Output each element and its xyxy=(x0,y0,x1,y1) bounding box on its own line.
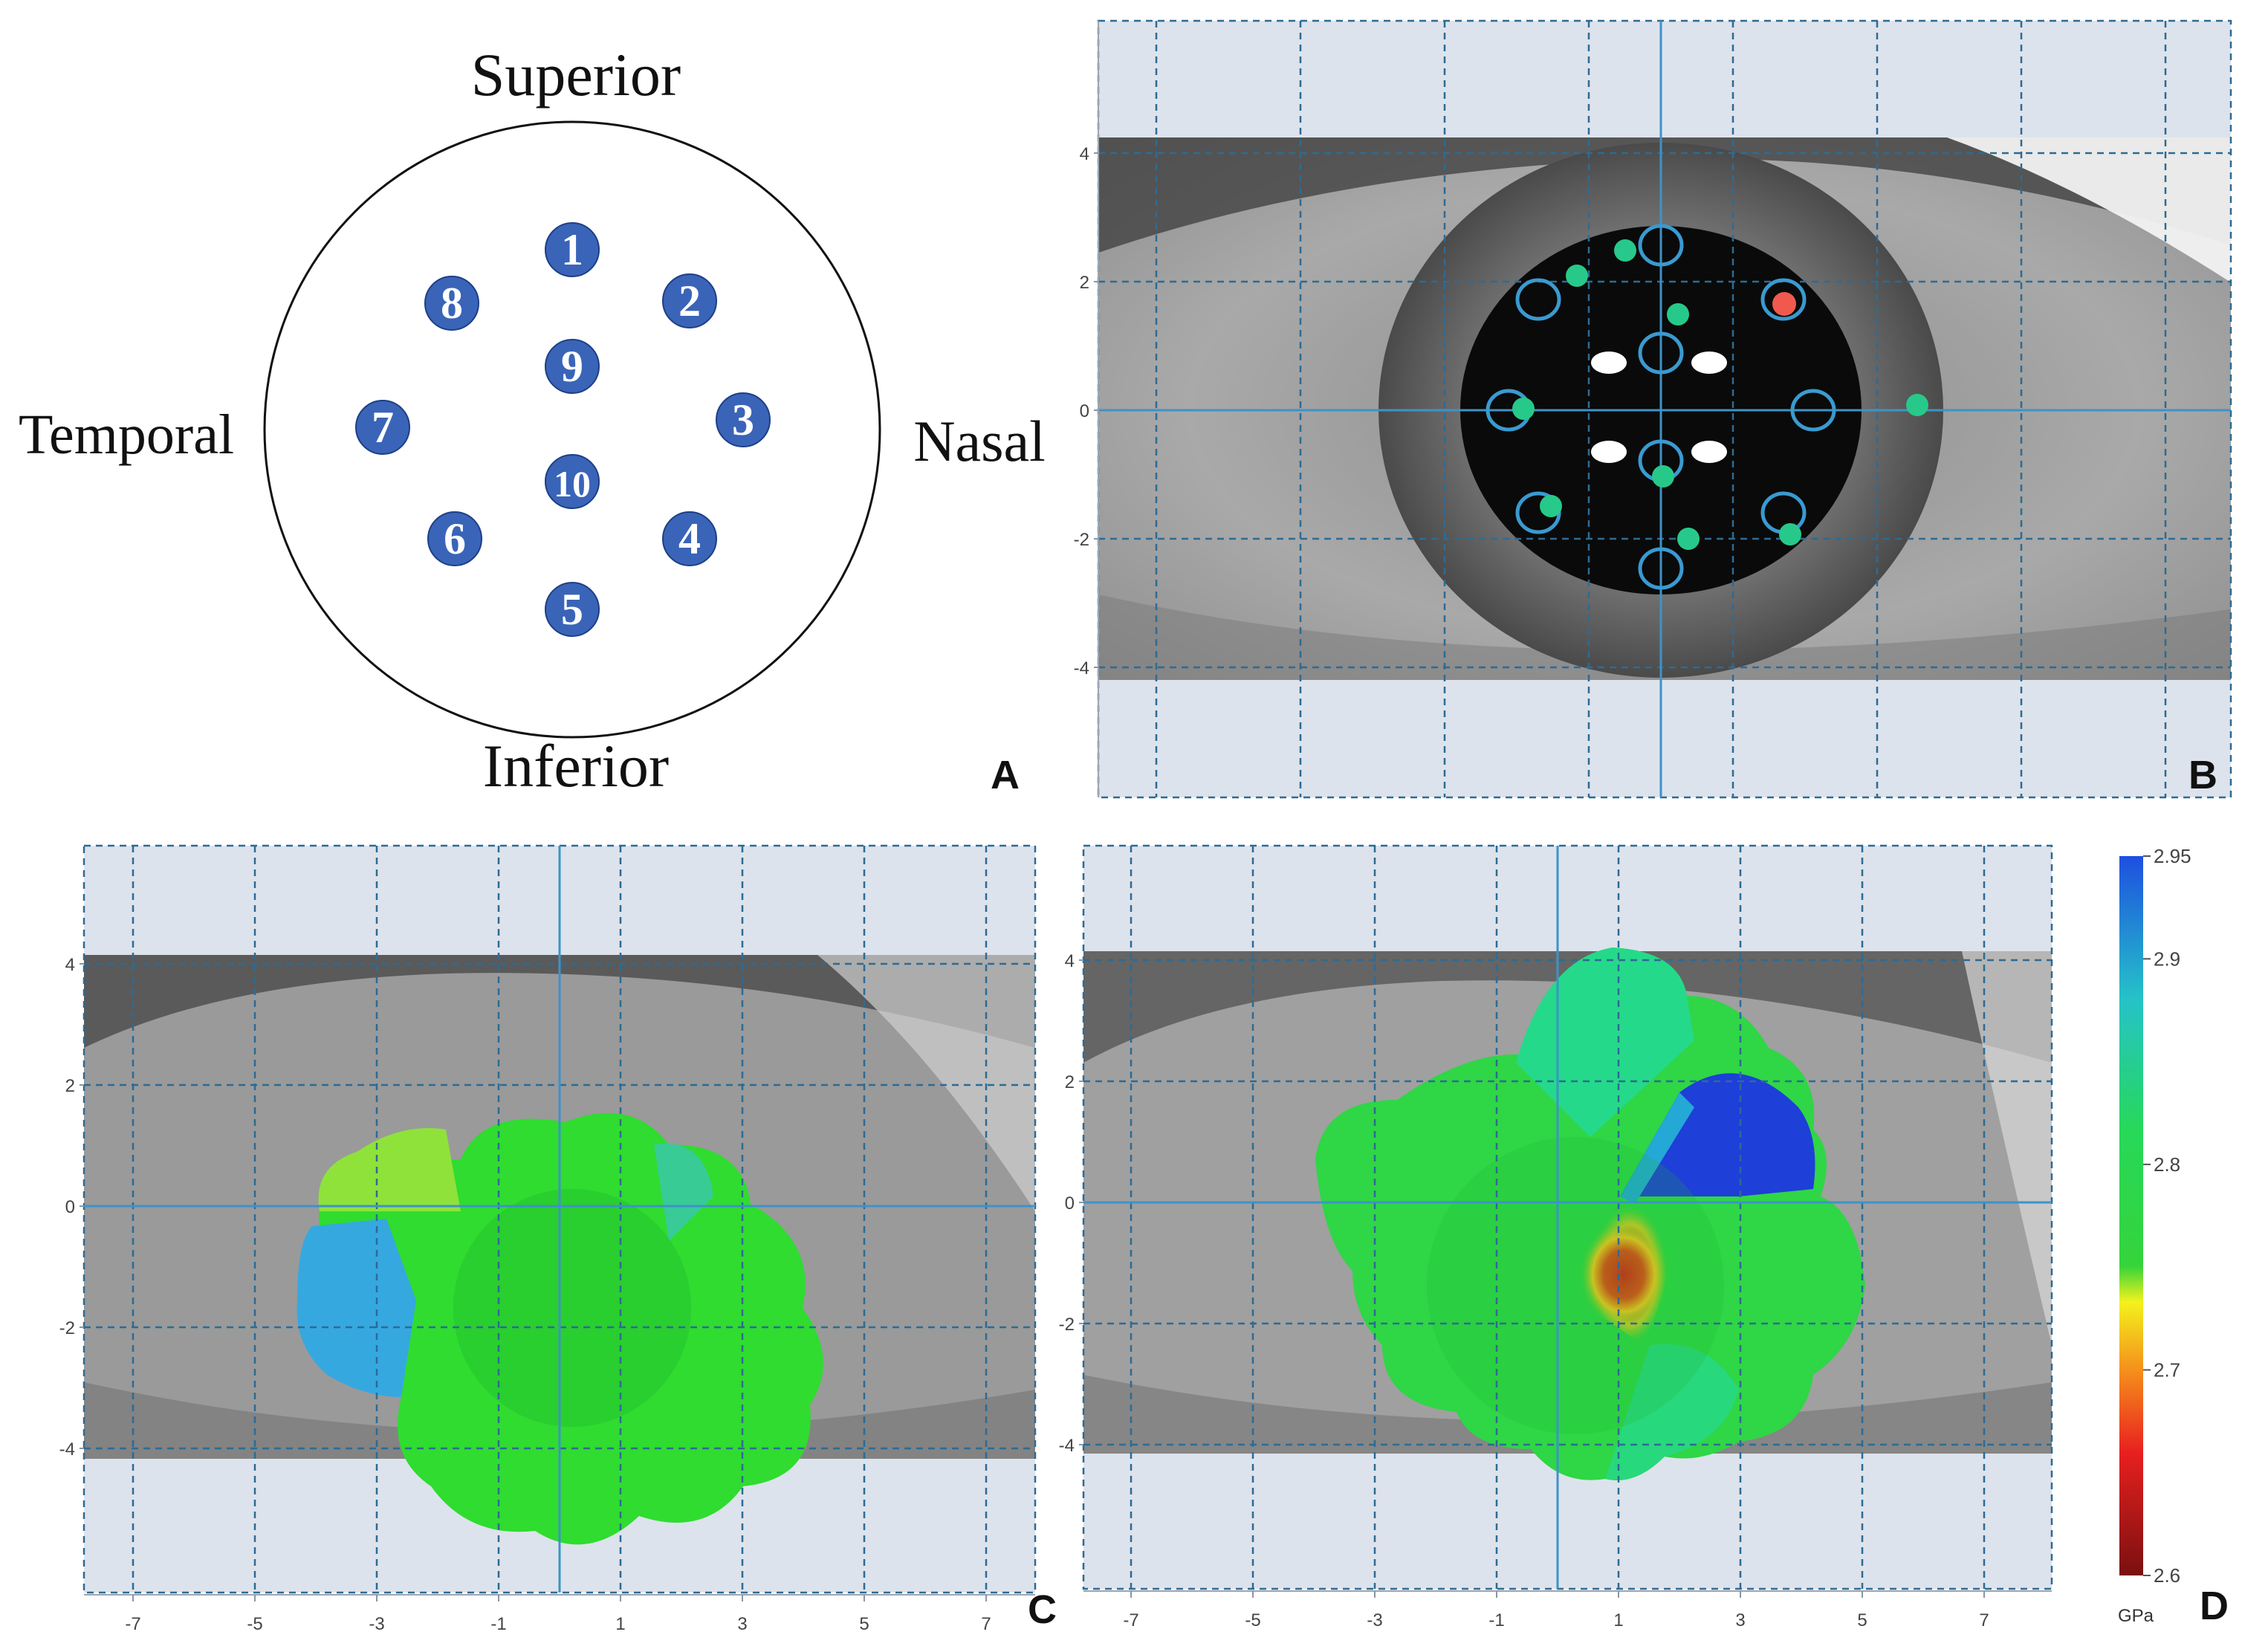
panel-b-eye-measurement: 4 2 0 -2 -4 B xyxy=(1040,0,2242,817)
target-ring xyxy=(1790,389,1836,432)
x-tick-label: 3 xyxy=(1735,1610,1745,1630)
measurement-point-label: 3 xyxy=(732,395,754,444)
y-tick-label: -4 xyxy=(1074,658,1089,678)
panel-b-letter: B xyxy=(2188,753,2217,797)
measurement-point-8: 8 xyxy=(424,276,479,331)
x-tick-label: 5 xyxy=(859,1614,869,1634)
measurement-point-label: 7 xyxy=(372,403,394,452)
y-tick-label: 4 xyxy=(1065,951,1075,971)
target-ring xyxy=(1638,547,1684,590)
label-temporal: Temporal xyxy=(19,404,234,466)
x-tick-label: 7 xyxy=(1979,1610,1989,1630)
measurement-point-label: 4 xyxy=(678,514,701,563)
measured-point xyxy=(1779,523,1801,545)
panel-a-svg: 1 2 3 4 5 6 7 8 9 10 Superior Inferior Temporal N… xyxy=(19,41,1046,800)
x-tick-label: -3 xyxy=(1367,1610,1382,1630)
colorbar-tick-label: 2.6 xyxy=(2154,1564,2180,1587)
measured-point xyxy=(1566,265,1588,287)
measurement-point-label: 1 xyxy=(561,225,583,274)
y-tick-label: -4 xyxy=(59,1439,75,1460)
colorbar-tick-label: 2.9 xyxy=(2154,948,2180,970)
measurement-point-3: 3 xyxy=(716,392,771,447)
x-tick-label: -1 xyxy=(1488,1610,1504,1630)
measurement-point-label: 6 xyxy=(444,514,466,563)
x-tick-label: -3 xyxy=(369,1614,384,1634)
x-tick-label: 3 xyxy=(737,1614,747,1634)
measurement-point-label: 5 xyxy=(561,585,583,634)
target-ring xyxy=(1515,278,1561,321)
y-tick-label: -4 xyxy=(1059,1436,1075,1456)
colorbar-unit: GPa xyxy=(2118,1606,2154,1626)
measurement-point-10: 10 xyxy=(545,454,600,509)
x-tick-label: 7 xyxy=(981,1614,991,1634)
x-tick-label: 1 xyxy=(615,1614,625,1634)
label-nasal: Nasal xyxy=(913,409,1046,473)
y-tick-label: -2 xyxy=(59,1318,75,1338)
measurement-point-7: 7 xyxy=(355,400,410,455)
measurement-point-6: 6 xyxy=(427,511,482,566)
panel-c-letter: C xyxy=(1028,1587,1057,1632)
panel-a-diagram: 1 2 3 4 5 6 7 8 9 10 Superior Inferior Temporal N… xyxy=(0,0,1055,817)
panel-b-svg: 4 2 0 -2 -4 xyxy=(1074,19,2232,799)
y-tick-label: 2 xyxy=(65,1076,75,1096)
measurement-point-label: 2 xyxy=(678,276,701,325)
panel-a-letter: A xyxy=(991,753,1020,797)
y-tick-label: 0 xyxy=(65,1197,75,1217)
panel-c-svg: 4 2 0 -2 -4 -7 -5 -3 -1 1 3 5 7 xyxy=(59,844,1037,1634)
measurement-point-label: 8 xyxy=(441,279,463,328)
label-superior: Superior xyxy=(471,41,681,108)
panel-d-svg: 4 2 0 -2 -4 -7 -5 -3 -1 1 3 5 7 2.95 2.9 2.8 2.7 2.6 GPa xyxy=(1059,844,2191,1630)
colorbar-tick-label: 2.7 xyxy=(2154,1358,2180,1381)
colorbar xyxy=(2119,856,2143,1575)
y-tick-label: 4 xyxy=(1080,144,1089,164)
measured-point xyxy=(1512,398,1535,420)
stiffness-map-c xyxy=(297,1112,823,1545)
x-tick-label: -1 xyxy=(490,1614,506,1634)
measured-point xyxy=(1906,394,1928,416)
colorbar-tick-label: 2.95 xyxy=(2154,845,2191,867)
measurement-point-1: 1 xyxy=(545,222,600,277)
measurement-point-label: 10 xyxy=(554,463,591,505)
y-tick-label: 4 xyxy=(65,955,75,975)
cornea-outline xyxy=(263,120,881,739)
colorbar-tick-label: 2.8 xyxy=(2154,1153,2180,1176)
outlier-point xyxy=(1772,292,1796,316)
measured-point xyxy=(1540,495,1562,517)
measurement-point-9: 9 xyxy=(545,339,600,394)
y-tick-label: 2 xyxy=(1080,273,1089,293)
y-tick-label: 0 xyxy=(1080,401,1089,421)
y-tick-label: 2 xyxy=(1065,1072,1075,1092)
measured-point xyxy=(1652,465,1674,487)
label-inferior: Inferior xyxy=(483,732,669,800)
panel-c-stiffness-map: 4 2 0 -2 -4 -7 -5 -3 -1 1 3 5 7 C xyxy=(0,825,1070,1648)
panel-d-stiffness-map: 4 2 0 -2 -4 -7 -5 -3 -1 1 3 5 7 2.95 2.9 2.8 2.7 2.6 GPa… xyxy=(1059,825,2242,1648)
measurement-point-2: 2 xyxy=(662,273,717,328)
panel-d-letter: D xyxy=(2200,1584,2229,1628)
x-tick-label: -5 xyxy=(247,1614,262,1634)
measurement-point-5: 5 xyxy=(545,582,600,637)
measurement-point-4: 4 xyxy=(662,511,717,566)
measurement-point-label: 9 xyxy=(561,342,583,391)
x-tick-label: -7 xyxy=(1123,1610,1138,1630)
target-ring xyxy=(1638,331,1684,375)
target-ring xyxy=(1760,278,1807,321)
y-tick-label: -2 xyxy=(1074,530,1089,550)
x-tick-label: 5 xyxy=(1857,1610,1867,1630)
x-tick-label: 1 xyxy=(1613,1610,1623,1630)
measured-point xyxy=(1677,528,1700,550)
measured-point xyxy=(1667,303,1689,325)
y-tick-label: -2 xyxy=(1059,1315,1075,1335)
x-tick-label: -5 xyxy=(1245,1610,1260,1630)
x-tick-label: -7 xyxy=(125,1614,140,1634)
measured-point xyxy=(1614,239,1636,262)
target-ring xyxy=(1638,224,1684,267)
y-tick-label: 0 xyxy=(1065,1193,1075,1214)
